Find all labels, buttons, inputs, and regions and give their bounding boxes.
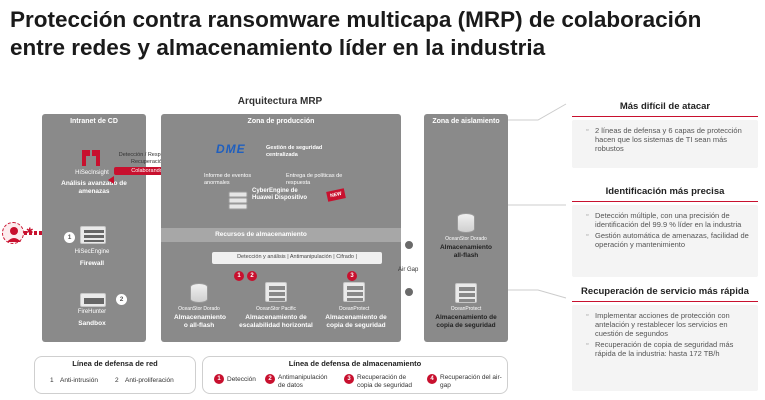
entrega-label: Entrega de políticas de respuesta	[286, 173, 343, 186]
connector-lines	[508, 100, 568, 310]
oceanstor-dorado-icon	[190, 283, 208, 303]
collaboration-ribbon: Colaborando	[114, 167, 180, 175]
oceanprotect-label: OceanProtect	[338, 306, 370, 312]
isolation-dorado-label: OceanStor Dorado	[445, 236, 487, 242]
title-line-1: Protección contra ransomware multicapa (…	[10, 7, 702, 32]
legend-network-item2: Anti-proliferación	[125, 377, 174, 384]
legend-storage-n2: 2	[265, 374, 275, 384]
cyberengine-icon	[227, 189, 249, 211]
side-divider-1	[572, 116, 758, 117]
side-item-2-2: Gestión automática de amenazas, facilida…	[586, 231, 750, 249]
isolation-oceanprotect-icon	[455, 283, 477, 303]
oceanprotect-icon	[343, 282, 365, 302]
legend-storage-item4: Recuperación del air-gap	[440, 374, 502, 389]
side-title-3: Recuperación de servicio más rápida	[581, 286, 749, 297]
legend-storage-item2: Antimanipulación de datos	[278, 374, 328, 389]
storage-badge-2: 2	[247, 271, 257, 281]
side-divider-2	[572, 201, 758, 202]
side-title-1: Más difícil de atacar	[619, 101, 711, 112]
architecture-title: Arquitectura MRP	[237, 96, 323, 107]
detection-bar-text: Detección y análisis | Antimanipulación …	[237, 254, 357, 260]
firehunter-icon	[80, 293, 106, 307]
oceanstor-pacific-icon	[265, 282, 287, 302]
storage-resources-band	[161, 228, 401, 242]
legend-storage-n4: 4	[427, 374, 437, 384]
side-divider-3	[572, 301, 758, 302]
production-header: Zona de producción	[247, 118, 315, 125]
storage-badge-3: 3	[347, 271, 357, 281]
legend-network	[34, 356, 196, 394]
bug-icon: ✱	[26, 226, 34, 236]
legend-storage-n3: 3	[344, 374, 354, 384]
detection-bar	[212, 252, 382, 264]
hisecengine-icon	[80, 226, 106, 244]
legend-storage	[202, 356, 508, 394]
legend-storage-item1: Detección	[227, 376, 256, 383]
storage-resources-label: Recursos de almacenamiento	[215, 231, 307, 238]
analysis-label: Análisis avanzado de amenazas	[61, 180, 127, 195]
legend-network-title: Línea de defensa de red	[72, 359, 158, 368]
side-item-3-1: Implementar acciones de protección con a…	[586, 311, 750, 338]
cyberengine-label: CyberEngine de Huawei Dispositivo	[252, 188, 308, 201]
side-item-3-2: Recuperación de copia de seguridad más r…	[586, 340, 750, 358]
legend-network-n1: 1	[50, 377, 54, 384]
informe-label: Informe de eventos anormales	[204, 173, 252, 186]
legend-storage-title: Línea de defensa de almacenamiento	[288, 359, 422, 368]
side-box-3: Implementar acciones de protección con a…	[572, 305, 758, 391]
firehunter-label: FireHunter	[77, 309, 107, 315]
hisecinsight-icon	[80, 148, 102, 168]
attack-arrow	[24, 231, 42, 235]
hisecengine-label: HiSecEngine	[74, 249, 110, 255]
isolation-allflash-label: Almacenamiento all-flash	[439, 244, 493, 259]
hisecinsight-label: HiSecInsight	[75, 170, 109, 176]
defense-number-2: 2	[116, 294, 127, 305]
almac-escal-label: Almacenamiento de escalabilidad horizont…	[239, 314, 313, 329]
isolation-copia-label: Almacenamiento de copia de seguridad	[435, 314, 497, 329]
isolation-header: Zona de aislamiento	[432, 118, 500, 125]
gestion-label: Gestión de seguridad centralizada	[266, 145, 323, 158]
defense-number-1: 1	[64, 232, 75, 243]
firewall-label: Firewall	[79, 260, 105, 267]
page-title: Protección contra ransomware multicapa (…	[10, 6, 760, 62]
legend-network-item1: Anti-intrusión	[60, 377, 98, 384]
dme-logo: DME	[216, 142, 246, 156]
oceanstor-pacific-label: OceanStor Pacific	[255, 306, 297, 312]
collaboration-text: Detección / Respuesta / Recuperación	[118, 152, 178, 165]
storage-badge-1: 1	[234, 271, 244, 281]
side-item-2-1: Detección múltiple, con una precisión de…	[586, 211, 750, 229]
legend-storage-n1: 1	[214, 374, 224, 384]
legend-storage-item3: Recuperación de copia de seguridad	[357, 374, 412, 389]
almac-allflash-label: Almacenamiento o all-flash	[174, 314, 227, 329]
legend-network-n2: 2	[115, 377, 119, 384]
side-box-1: 2 líneas de defensa y 6 capas de protecc…	[572, 120, 758, 168]
title-line-2: entre redes y almacenamiento líder en la…	[10, 35, 546, 60]
sandbox-label: Sandbox	[78, 320, 106, 327]
intranet-header: Intranet de CD	[70, 118, 118, 125]
attacker-icon	[2, 222, 24, 244]
oceanstor-dorado-label: OceanStor Dorado	[178, 306, 220, 312]
side-title-2: Identificación más precisa	[605, 186, 725, 197]
almac-copia-label: Almacenamiento de copia de seguridad	[325, 314, 387, 329]
airgap-label: Air Gap	[398, 267, 419, 273]
airgap-switch-bottom	[404, 287, 414, 297]
airgap-switch-top	[404, 240, 414, 250]
side-item-1-1: 2 líneas de defensa y 6 capas de protecc…	[586, 126, 750, 153]
side-box-2: Detección múltiple, con una precisión de…	[572, 205, 758, 277]
isolation-dorado-icon	[457, 213, 475, 233]
isolation-oceanprotect-label: OceanProtect	[450, 306, 482, 312]
